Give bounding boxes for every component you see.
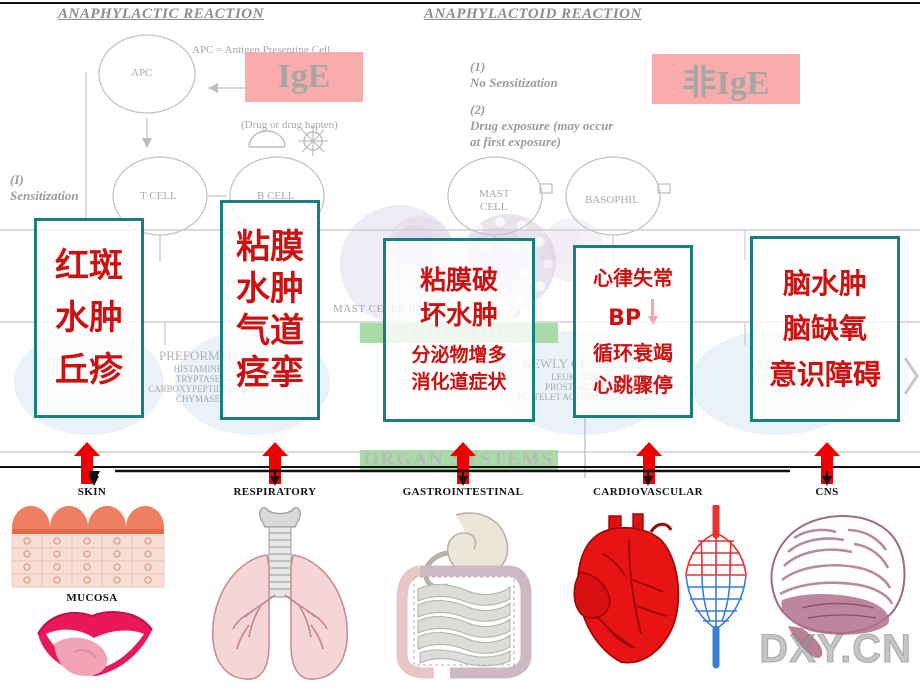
up-arrow-cardiovascular-icon	[636, 442, 662, 484]
ige-chip-text: IgE	[277, 58, 331, 95]
organ-axis	[88, 469, 832, 486]
skin-epithelium-illustration	[11, 505, 165, 588]
annotation-box-cns[interactable]: 脑水肿 脑缺氧 意识障碍	[750, 236, 900, 422]
annotation-line: 分泌物增多	[411, 343, 507, 366]
annotation-line-bp: BP	[608, 298, 658, 332]
t-cell-label: T CELL	[140, 190, 177, 202]
annotation-box-cardiovascular[interactable]: 心律失常 BP 循环衰竭 心跳骤停	[573, 245, 693, 418]
up-arrow-respiratory-icon	[262, 442, 288, 484]
organ-label-respiratory: RESPIRATORY	[233, 486, 317, 498]
sensitization-label: Sensitization	[10, 188, 79, 203]
apc-cell-label: APC	[131, 67, 153, 79]
watermark: DXY.CN	[759, 627, 912, 672]
annotation-box-gastrointestinal[interactable]: 粘膜破 坏水肿 分泌物增多 消化道症状	[383, 238, 535, 422]
heart-illustration	[573, 513, 680, 664]
anaphylactic-title: ANAPHYLACTIC REACTION	[58, 6, 264, 23]
annotation-line: 水肿	[236, 268, 304, 309]
preformed-item: CHYMASE	[175, 394, 220, 404]
preformed-group: PREFORMED HISTAMINE TRYPTASE CARBOXYPEPT…	[118, 348, 278, 404]
brain-illustration	[770, 514, 906, 658]
anaphylactic-title-text: ANAPHYLACTIC REACTION	[58, 6, 264, 22]
annotation-box-respiratory[interactable]: 粘膜 水肿 气道 痉挛	[220, 200, 320, 420]
preformed-item: HISTAMINE	[173, 364, 223, 374]
drug-exposure-line1: Drug exposure (may occur	[470, 118, 614, 133]
drug-hapten-note: (Drug or drug hapten)	[241, 119, 338, 131]
organ-label-gastrointestinal: GASTROINTESTINAL	[402, 486, 524, 498]
no-sensitization-number: (1)	[470, 59, 486, 74]
ige-chip: IgE	[245, 52, 363, 102]
organ-label-skin: SKIN	[77, 486, 107, 498]
drug-exposure-line2: at first exposure)	[470, 134, 561, 149]
vascular-network-illustration	[685, 505, 747, 669]
mast-cell-label-2: CELL	[480, 201, 508, 213]
annotation-line: 心跳骤停	[593, 373, 673, 397]
preformed-heading: PREFORMED	[158, 348, 238, 363]
organ-label-cns: CNS	[815, 486, 839, 498]
annotation-line: 气道	[236, 311, 304, 351]
annotation-line: 心律失常	[593, 265, 673, 290]
diagram-frame-top	[0, 2, 920, 4]
mast-cell-label-1: MAST	[479, 188, 510, 200]
preformed-item: TRYPTASE	[175, 374, 221, 384]
annotation-line: 坏水肿	[419, 300, 498, 331]
bp-label: BP	[608, 305, 641, 331]
anaphylactoid-title-text: ANAPHYLACTOID REACTION	[424, 6, 642, 22]
annotation-box-skin[interactable]: 红斑 水肿 丘疹	[34, 218, 144, 418]
annotation-line: 痉挛	[236, 353, 304, 394]
annotation-line: 粘膜破	[419, 265, 498, 296]
preformed-item: CARBOXYPEPTIDASE A	[148, 384, 248, 394]
annotation-line: 红斑	[55, 245, 123, 286]
b-cell-label: B CELL	[257, 190, 295, 202]
mucosa-lips-illustration	[37, 611, 153, 676]
annotation-line: 脑缺氧	[782, 312, 867, 346]
up-arrow-cns-icon	[814, 442, 840, 484]
annotation-line: 循环衰竭	[593, 340, 673, 365]
no-sensitization-label: No Sensitization	[470, 75, 558, 90]
lungs-illustration	[212, 507, 348, 680]
organ-label-cardiovascular: CARDIOVASCULAR	[593, 486, 703, 498]
annotation-line: 意识障碍	[768, 357, 881, 391]
gastrointestinal-illustration	[396, 512, 532, 679]
annotation-line: 消化道症状	[411, 371, 507, 394]
anaphylactoid-title: ANAPHYLACTOID REACTION	[424, 6, 642, 23]
annotation-line: 丘疹	[55, 350, 123, 391]
annotation-line: 脑水肿	[782, 266, 867, 300]
up-arrow-gastrointestinal-icon	[450, 442, 476, 484]
drug-exposure-number: (2)	[470, 102, 486, 117]
annotation-line: 粘膜	[236, 226, 304, 267]
non-ige-chip: 非IgE	[652, 54, 800, 104]
non-ige-chip-text: 非IgE	[682, 64, 770, 102]
arrow-down-icon	[647, 298, 658, 325]
mucosa-label: MUCOSA	[66, 592, 118, 604]
annotation-line: 水肿	[55, 297, 123, 338]
up-arrow-skin-icon	[74, 442, 100, 484]
basophil-label: BASOPHIL	[585, 194, 639, 206]
sensitization-number: (I)	[10, 172, 24, 187]
